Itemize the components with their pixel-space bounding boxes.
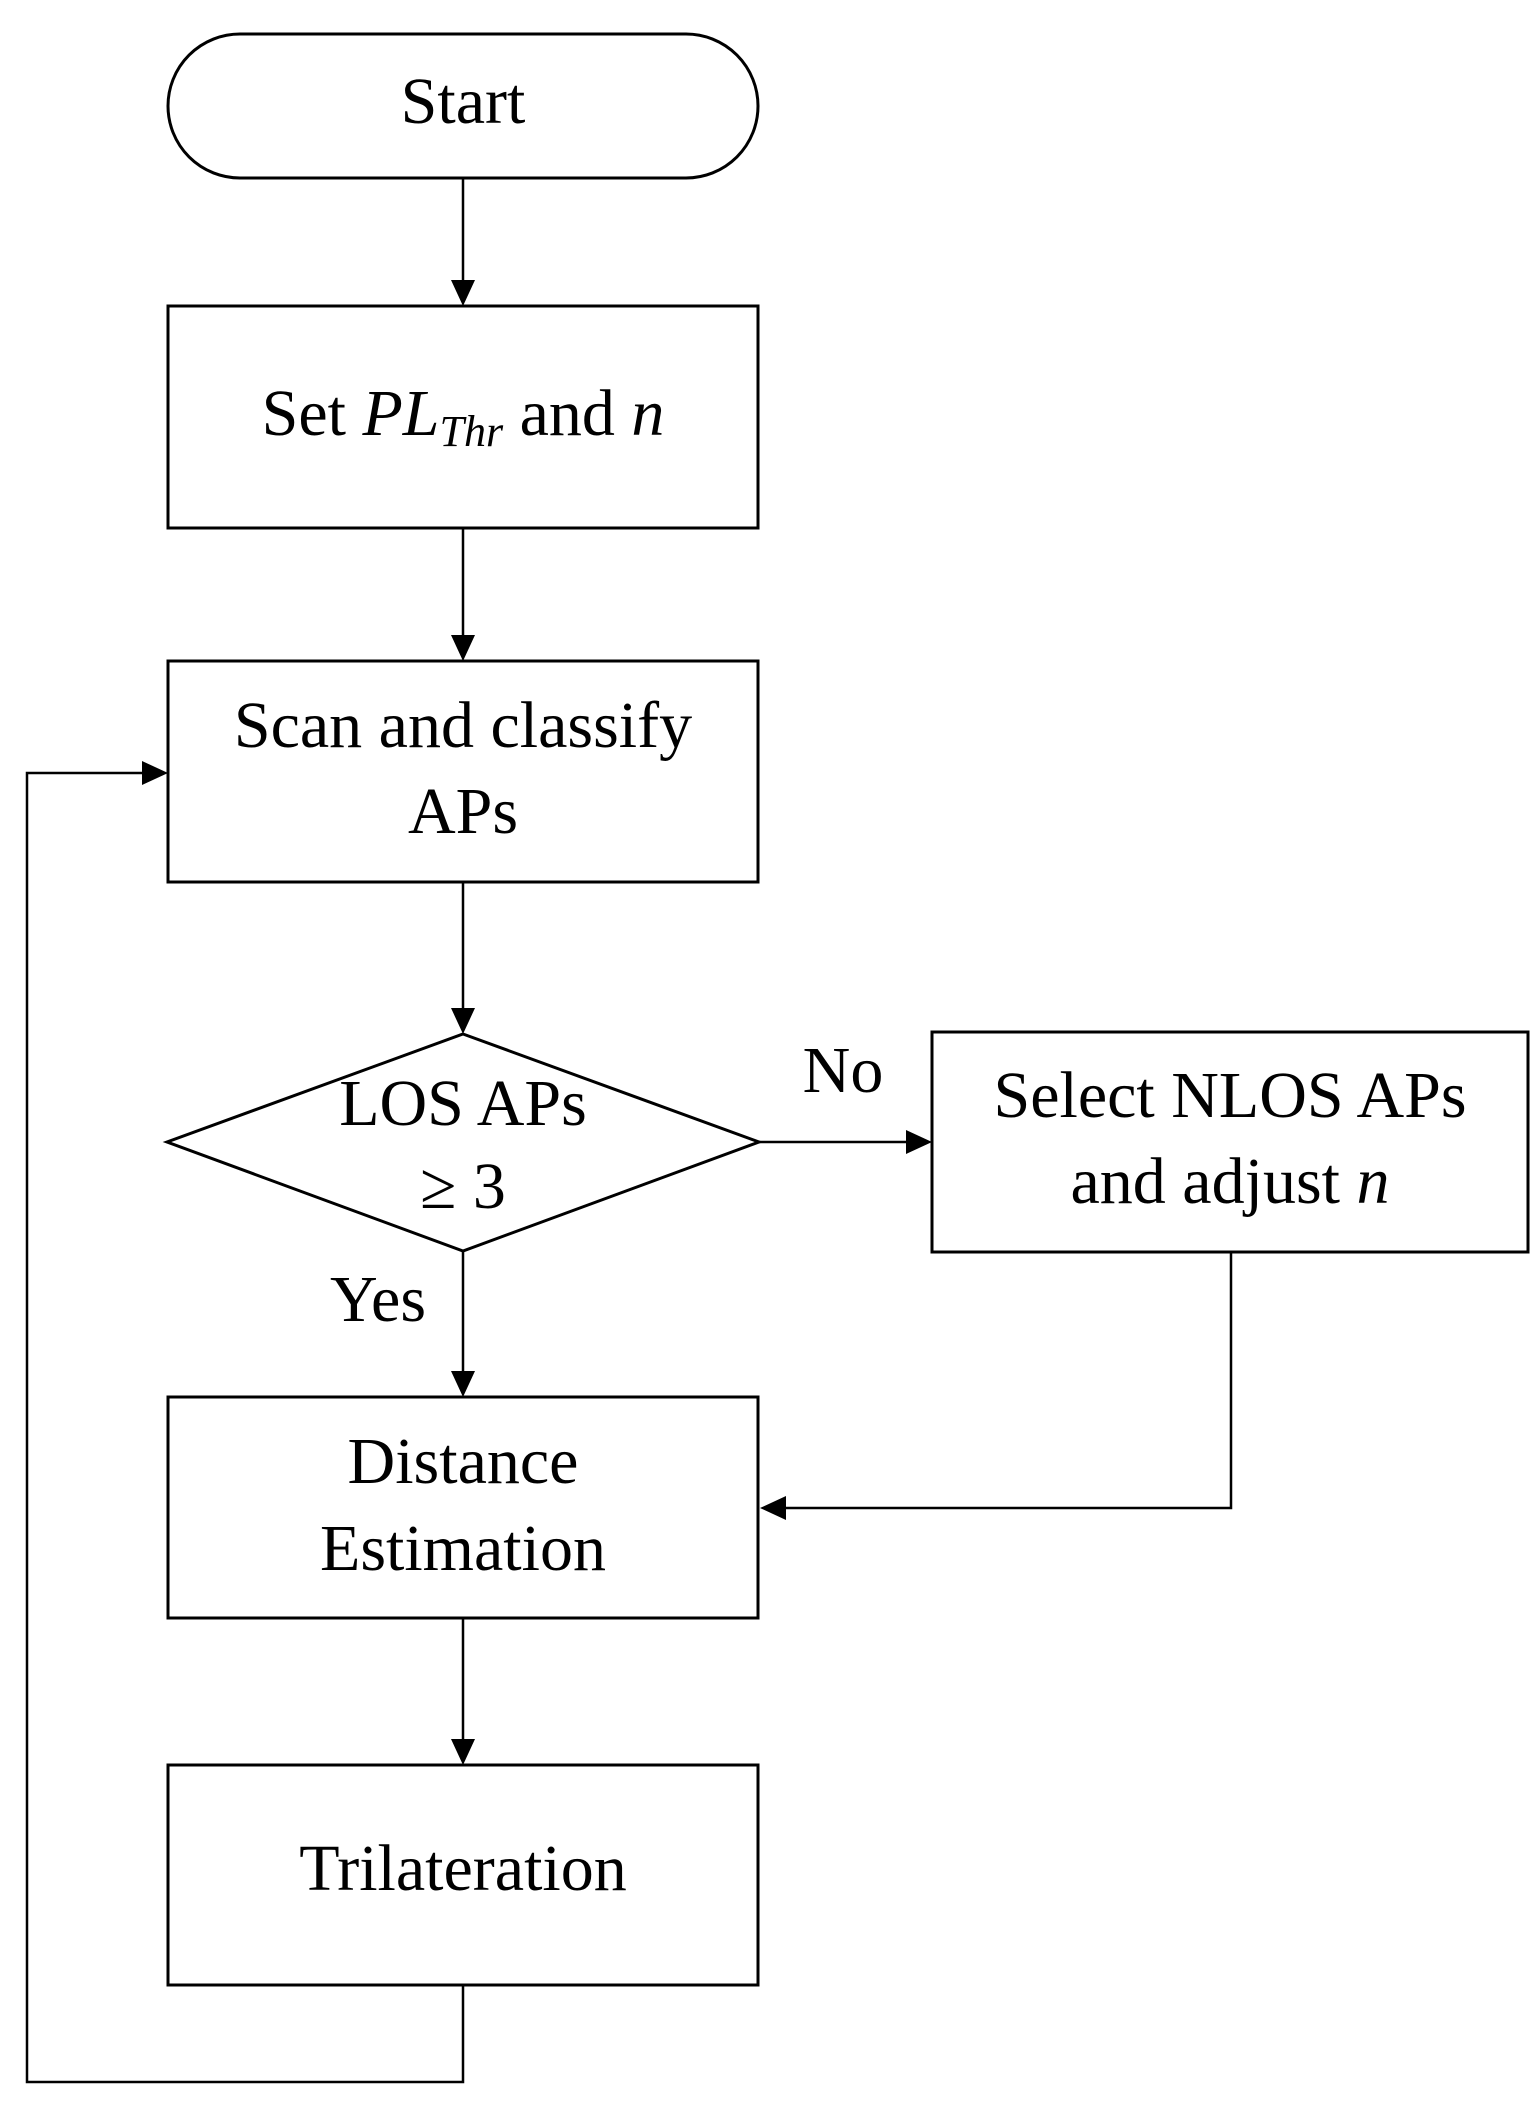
select-nlos-var-n: n <box>1356 1145 1389 1218</box>
select-nlos-node: Select NLOS APs and adjust n <box>930 1030 1530 1254</box>
scan-label-line1: Scan and classify <box>234 689 692 762</box>
start-terminator <box>166 32 760 180</box>
distance-node: Distance Estimation <box>166 1395 760 1620</box>
select-nlos-box <box>930 1030 1530 1254</box>
arrowhead-set-to-scan <box>451 635 475 661</box>
arrowhead-decision-to-distance <box>451 1371 475 1397</box>
trilateration-label: Trilateration <box>299 1832 627 1905</box>
select-nlos-label-line1: Select NLOS APs <box>993 1059 1466 1132</box>
set-params-var-n: n <box>631 377 664 450</box>
decision-label-line2: ≥ 3 <box>420 1150 506 1223</box>
set-params-var-main: PL <box>361 377 439 450</box>
arrowhead-scan-to-decision <box>451 1008 475 1034</box>
arrowhead-loop-back <box>142 761 168 785</box>
connector-select-to-distance <box>786 1252 1233 1510</box>
arrowhead-distance-to-trilateration <box>451 1739 475 1765</box>
set-params-label: Set PLThr and n <box>262 377 665 456</box>
decision-diamond <box>162 1032 764 1253</box>
branch-label-yes: Yes <box>330 1263 426 1336</box>
set-params-var-sub: Thr <box>439 407 503 456</box>
trilateration-box <box>166 1763 760 1987</box>
scan-box <box>166 659 760 884</box>
connectors <box>25 178 1233 2084</box>
distance-label-line1: Distance <box>348 1425 579 1498</box>
decision-node: LOS APs ≥ 3 <box>162 1032 764 1253</box>
scan-node: Scan and classify APs <box>166 659 760 884</box>
decision-label-line1: LOS APs <box>339 1067 587 1140</box>
start-label: Start <box>401 65 526 138</box>
arrowhead-decision-to-select <box>906 1130 932 1154</box>
connector-loop-back <box>25 771 465 2084</box>
set-params-prefix: Set <box>262 377 363 450</box>
start-node: Start <box>166 32 760 180</box>
select-nlos-label-line2: and adjust n <box>1071 1145 1390 1218</box>
trilateration-node: Trilateration <box>166 1763 760 1987</box>
set-params-node: Set PLThr and n <box>166 304 760 530</box>
set-params-box <box>166 304 760 530</box>
branch-label-no: No <box>803 1034 884 1107</box>
distance-label-line2: Estimation <box>320 1512 606 1585</box>
select-nlos-line2-prefix: and adjust <box>1071 1145 1357 1218</box>
set-params-middle: and <box>503 377 631 450</box>
arrowhead-select-to-distance <box>760 1496 786 1520</box>
arrowhead-start-to-set <box>451 280 475 306</box>
distance-box <box>166 1395 760 1620</box>
scan-label-line2: APs <box>408 775 518 848</box>
